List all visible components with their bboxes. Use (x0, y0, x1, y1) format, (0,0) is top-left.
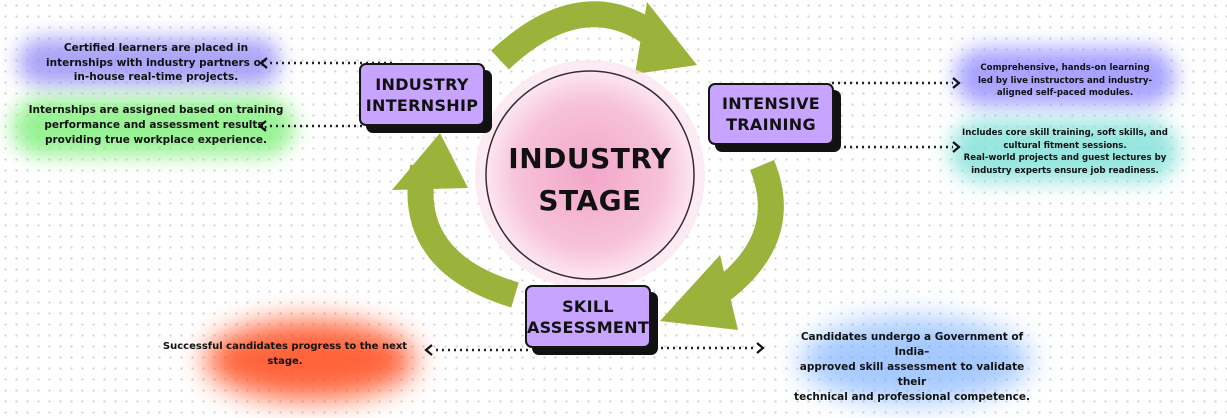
arrowhead-internship-assignment (258, 120, 267, 132)
note-line: Real-world projects and guest lectures b… (963, 153, 1167, 163)
arrowhead-training-learning (952, 77, 961, 89)
center-title: INDUSTRY STAGE (490, 138, 690, 222)
note-assessment-government: Candidates undergo a Government of India… (784, 330, 1040, 405)
connector-arrowheads (258, 57, 961, 356)
note-line: Internships are assigned based on traini… (28, 104, 284, 116)
note-internship-placement: Certified learners are placed in interns… (40, 41, 272, 85)
stage-internship-line2: INTERNSHIP (365, 95, 479, 115)
note-line: technical and professional competence. (794, 391, 1030, 403)
stage-training-line1: INTENSIVE (721, 94, 821, 113)
note-line: performance and assessment results, (44, 119, 268, 131)
arrowhead-assessment-progress (424, 344, 433, 356)
note-line: internships with industry partners or (46, 56, 266, 69)
note-line: Certified learners are placed in (63, 42, 249, 54)
cycle-arrow-top-head (635, 2, 697, 74)
note-internship-assignment: Internships are assigned based on traini… (24, 103, 288, 148)
note-training-content: Includes core skill training, soft skill… (956, 127, 1174, 177)
note-line: stage. (267, 355, 303, 367)
note-line: Successful candidates progress to the ne… (162, 341, 408, 352)
stage-internship-line1: INDUSTRY (375, 74, 469, 94)
stage-skill-assessment: SKILL ASSESSMENT (525, 285, 651, 348)
center-title-line1: INDUSTRY (508, 142, 672, 175)
stage-industry-internship: INDUSTRY INTERNSHIP (359, 63, 485, 126)
note-line: Includes core skill training, soft skill… (962, 128, 1168, 138)
glow-blue-internship (18, 38, 280, 86)
note-line: approved skill assessment to validate th… (799, 361, 1025, 388)
note-line: led by live instructors and industry- (977, 75, 1153, 86)
note-line: cultural fitment sessions. (1003, 140, 1127, 151)
dotted-connectors (267, 61, 953, 352)
stage-training-line2: TRAINING (726, 115, 816, 134)
glow-orange-assessment (205, 320, 415, 400)
arrowhead-internship-placement (259, 57, 268, 69)
stage-intensive-training: INTENSIVE TRAINING (708, 83, 834, 145)
stage-assessment-line1: SKILL (562, 296, 614, 316)
glow-lightblue-assessment (800, 318, 1030, 403)
note-line: aligned self-paced modules. (996, 88, 1134, 98)
glow-green-internship (12, 98, 294, 156)
center-title-line2: STAGE (538, 184, 642, 217)
note-line: providing true workplace experience. (44, 134, 268, 146)
stage-assessment-line2: ASSESSMENT (526, 317, 650, 337)
cycle-arrow-top (491, 1, 669, 70)
arrowhead-training-content (952, 141, 961, 153)
note-line: Comprehensive, hands-on learning (980, 63, 1150, 73)
note-line: industry experts ensure job readiness. (971, 165, 1159, 176)
glow-teal-training (950, 120, 1178, 182)
note-assessment-progress: Successful candidates progress to the ne… (160, 340, 410, 369)
arrowhead-assessment-government (756, 342, 765, 354)
note-line: in-house real-time projects. (73, 71, 239, 83)
center-circle (485, 70, 695, 280)
cycle-arrow-left-head (392, 133, 468, 190)
glow-purple-training (955, 48, 1175, 106)
note-training-learning: Comprehensive, hands-on learning led by … (960, 62, 1170, 100)
note-line: Candidates undergo a Government of India… (800, 331, 1024, 358)
cycle-arrow-right-head (660, 255, 738, 330)
